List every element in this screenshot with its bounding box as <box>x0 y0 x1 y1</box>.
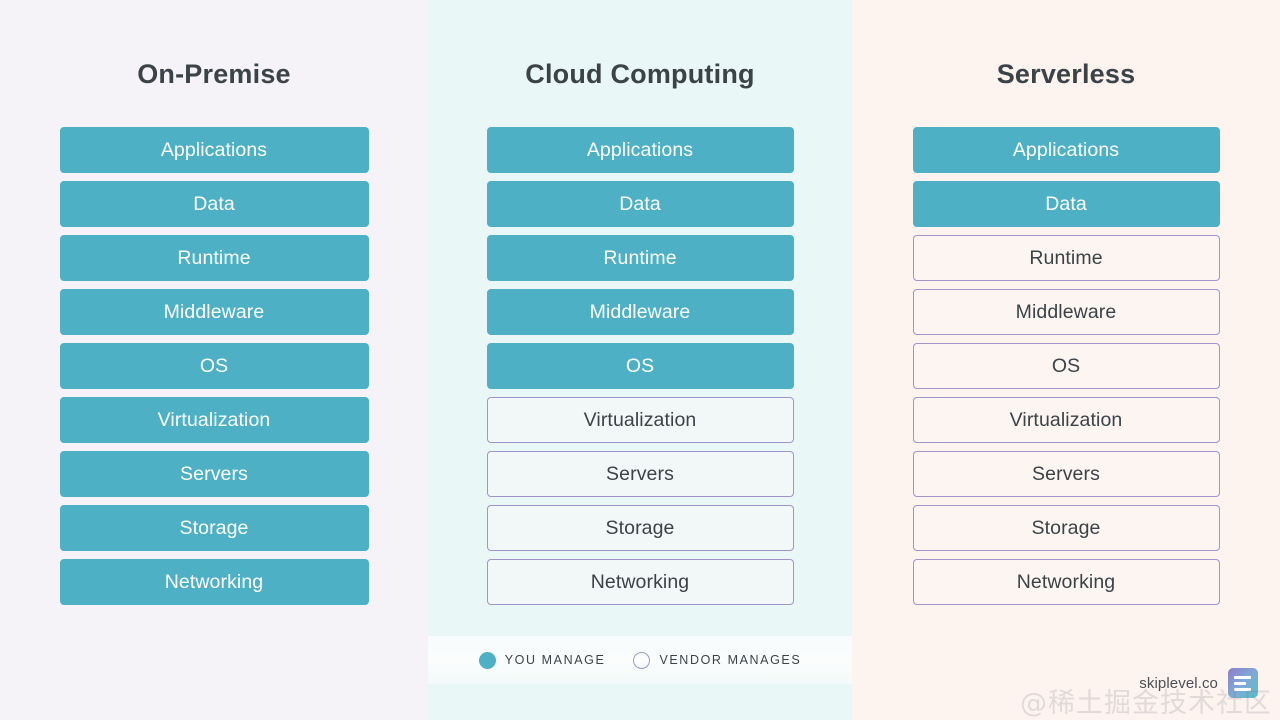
layer-storage[interactable]: Storage <box>59 505 369 551</box>
layer-stack-cloud-computing: Applications Data Runtime Middleware OS … <box>428 127 852 605</box>
layer-middleware[interactable]: Middleware <box>486 289 794 335</box>
legend: YOU MANAGE VENDOR MANAGES <box>428 636 852 684</box>
brand-name: skiplevel.co <box>1139 674 1218 692</box>
layer-stack-serverless: Applications Data Runtime Middleware OS … <box>852 127 1280 605</box>
layer-middleware[interactable]: Middleware <box>912 289 1220 335</box>
legend-hollow-circle-icon <box>633 651 651 669</box>
layer-applications[interactable]: Applications <box>486 127 794 173</box>
layer-applications[interactable]: Applications <box>59 127 369 173</box>
layer-os[interactable]: OS <box>912 343 1220 389</box>
layer-servers[interactable]: Servers <box>912 451 1220 497</box>
layer-middleware[interactable]: Middleware <box>59 289 369 335</box>
layer-networking[interactable]: Networking <box>486 559 794 605</box>
layer-servers[interactable]: Servers <box>59 451 369 497</box>
legend-label-you-manage: YOU MANAGE <box>504 653 606 667</box>
layer-data[interactable]: Data <box>486 181 794 227</box>
layer-virtualization[interactable]: Virtualization <box>486 397 794 443</box>
layer-stack-on-premise: Applications Data Runtime Middleware OS … <box>0 127 428 605</box>
column-title-on-premise: On-Premise <box>137 59 291 89</box>
layer-runtime[interactable]: Runtime <box>59 235 369 281</box>
layer-virtualization[interactable]: Virtualization <box>912 397 1220 443</box>
layer-data[interactable]: Data <box>59 181 369 227</box>
layer-networking[interactable]: Networking <box>912 559 1220 605</box>
layer-os[interactable]: OS <box>59 343 369 389</box>
column-serverless: Serverless Applications Data Runtime Mid… <box>852 0 1280 720</box>
layer-networking[interactable]: Networking <box>59 559 369 605</box>
column-title-cloud-computing: Cloud Computing <box>525 59 755 89</box>
layer-storage[interactable]: Storage <box>912 505 1220 551</box>
legend-item-you-manage: YOU MANAGE <box>478 651 606 669</box>
layer-runtime[interactable]: Runtime <box>912 235 1220 281</box>
layer-data[interactable]: Data <box>912 181 1220 227</box>
layer-storage[interactable]: Storage <box>486 505 794 551</box>
layer-runtime[interactable]: Runtime <box>486 235 794 281</box>
layer-os[interactable]: OS <box>486 343 794 389</box>
legend-filled-circle-icon <box>478 651 496 669</box>
layer-applications[interactable]: Applications <box>912 127 1220 173</box>
layer-virtualization[interactable]: Virtualization <box>59 397 369 443</box>
legend-item-vendor-manages: VENDOR MANAGES <box>633 651 802 669</box>
document-lines-icon <box>1228 668 1258 698</box>
column-title-serverless: Serverless <box>996 59 1136 89</box>
column-cloud-computing: Cloud Computing Applications Data Runtim… <box>428 0 852 720</box>
legend-label-vendor-manages: VENDOR MANAGES <box>659 653 802 667</box>
brand: skiplevel.co <box>1139 668 1258 698</box>
column-on-premise: On-Premise Applications Data Runtime Mid… <box>0 0 428 720</box>
layer-servers[interactable]: Servers <box>486 451 794 497</box>
